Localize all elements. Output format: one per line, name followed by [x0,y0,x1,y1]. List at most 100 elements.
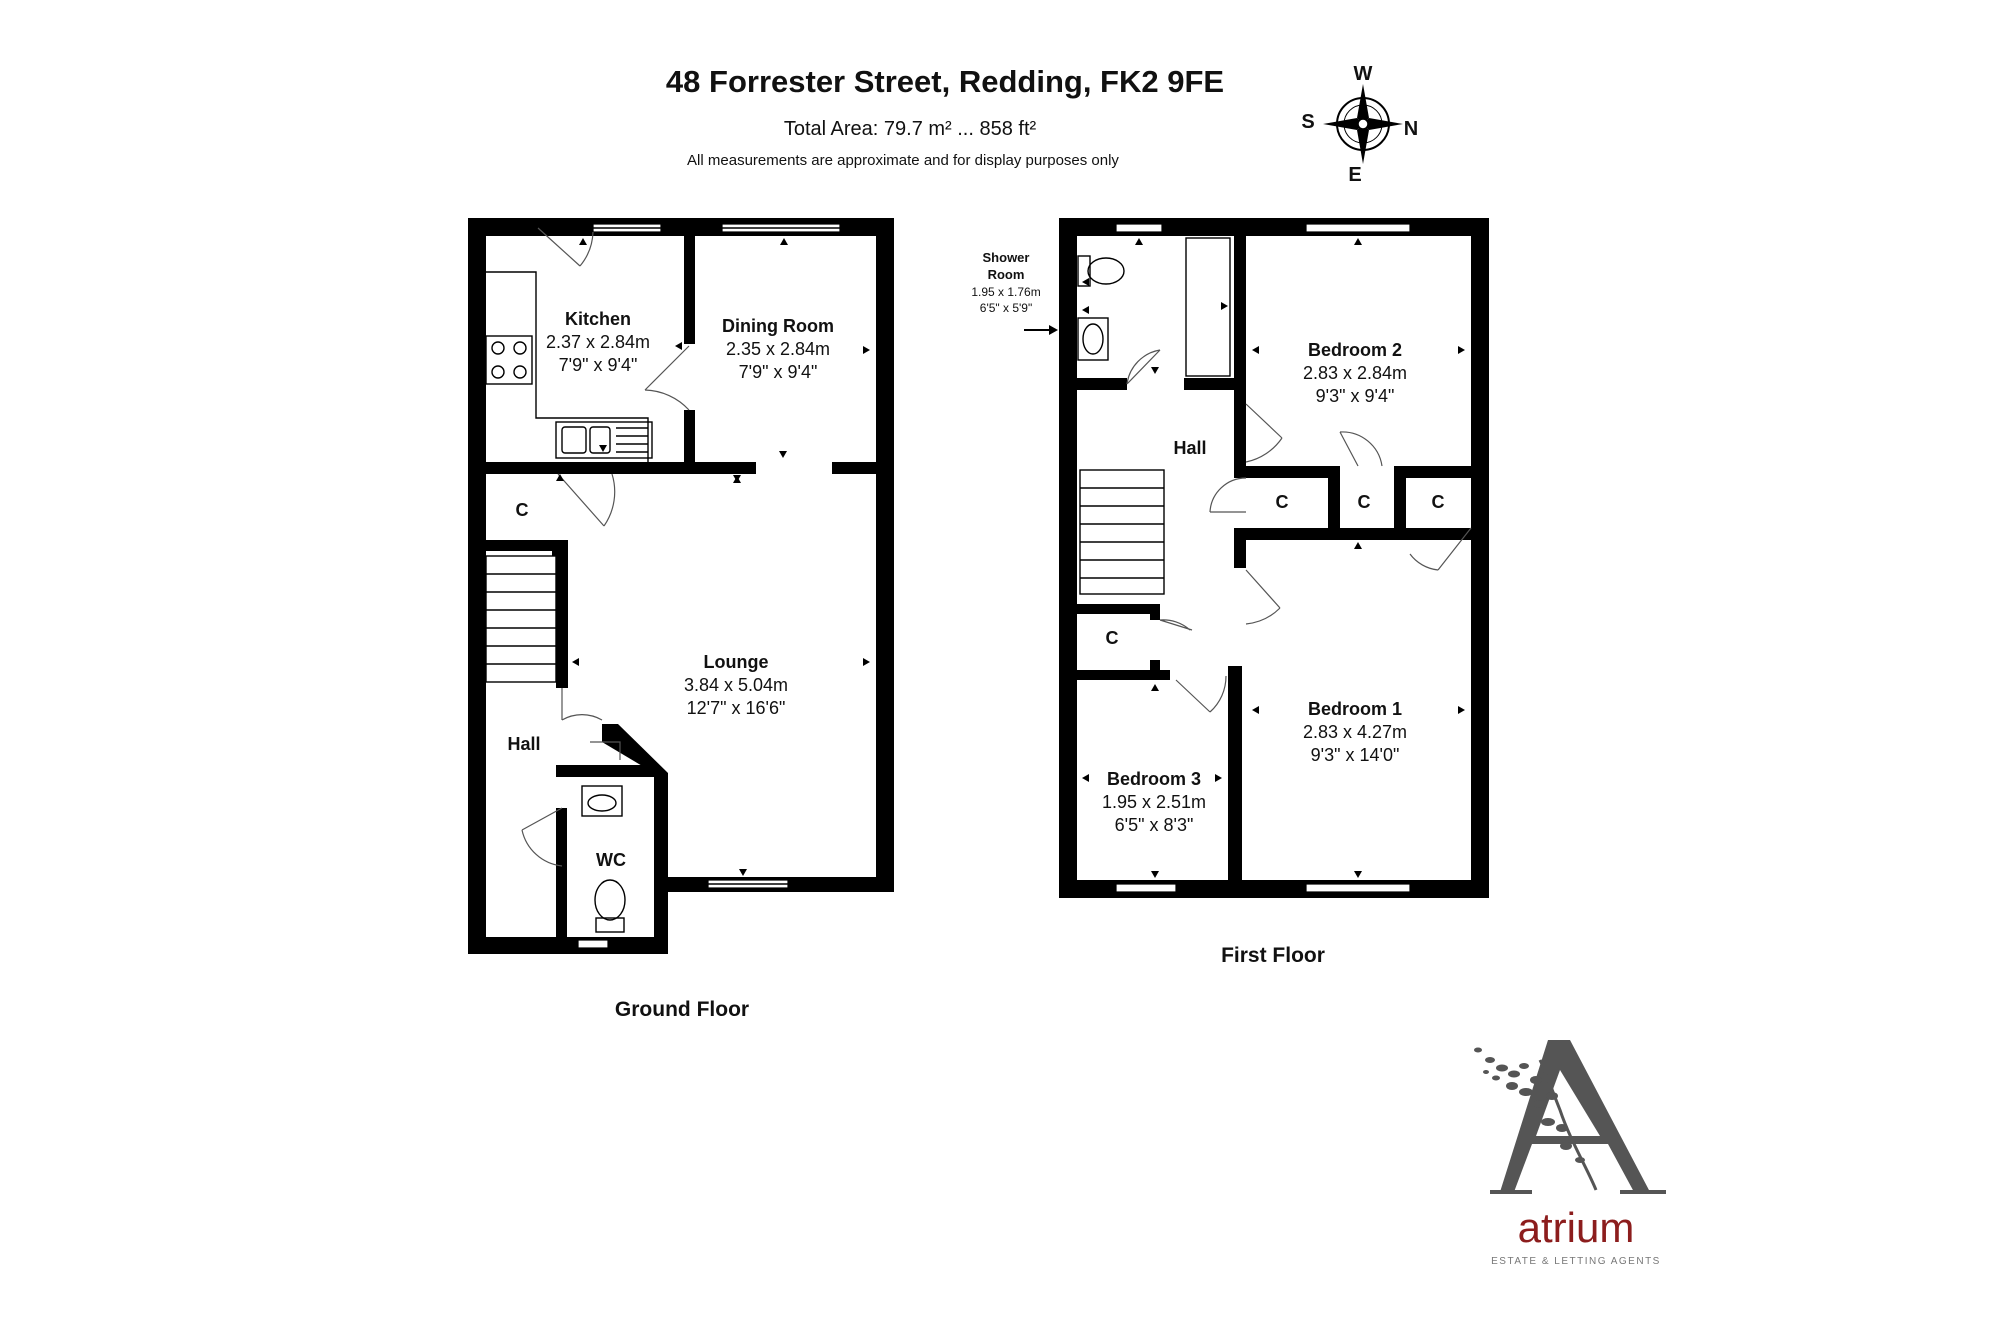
ff-basin [1077,317,1109,361]
gf-wc-left-wall [556,808,567,954]
ff-bedroom2-imperial: 9'3" x 9'4" [1316,386,1395,406]
ff-bedroom1-left-wall [1228,666,1242,888]
gf-kitchen-sink [555,421,653,459]
gf-dining-imperial: 7'9" x 9'4" [739,362,818,382]
total-area: Total Area: 79.7 m² ... 858 ft² [784,118,1037,140]
gf-wall-bottom-left [468,937,668,954]
gf-wall-wc-bump [654,877,674,892]
gf-kitchen-dining-wall [684,236,695,344]
ff-bedroom2-metric: 2.83 x 2.84m [1303,363,1407,383]
compass-east: E [1348,164,1361,186]
ff-bedroom3-door [1175,675,1227,713]
ff-hall-cupboard-right-b [1150,660,1160,680]
ff-stairs [1079,469,1165,595]
gf-lounge-metric: 3.84 x 5.04m [684,675,788,695]
ff-shower-metric: 1.95 x 1.76m [971,285,1040,299]
ff-bedroom2-left-wall [1234,384,1246,466]
ff-cupboard-b-door [1339,431,1383,467]
ff-bedroom1-imperial: 9'3" x 14'0" [1311,745,1400,765]
ff-bedroom3-window [1115,883,1177,893]
gf-wc-window [577,939,609,949]
ff-cupboard-bottom-wall [1234,528,1471,540]
ff-bedroom3-name: Bedroom 3 [1107,769,1201,789]
ff-wall-left [1059,218,1077,898]
ff-shower-name-2: Room [988,267,1025,282]
gf-wc-diagonal-wall [602,724,668,773]
logo-tree-branch [1538,1059,1598,1191]
ff-bedroom1-door [1245,569,1281,625]
ff-bedroom2-door [1245,403,1283,463]
ff-shower-imperial: 6'5" x 5'9" [980,301,1032,315]
ff-cupboard-a-door [1209,477,1247,513]
gf-dining-metric: 2.35 x 2.84m [726,339,830,359]
gf-back-door [537,227,594,267]
compass-rose: W E S N [1301,63,1418,186]
ff-cupboard-a: C [1276,492,1289,512]
gf-dining-name: Dining Room [722,316,834,336]
ff-cupboard-d: C [1106,628,1119,648]
logo-wordmark: atrium [1518,1204,1635,1251]
compass-north: N [1404,118,1418,140]
page-title: 48 Forrester Street, Redding, FK2 9FE [666,64,1224,99]
gf-hob [485,335,533,385]
gf-kitchen-dining-door [644,345,690,411]
gf-kitchen-name: Kitchen [565,309,631,329]
gf-wc-top-wall [556,765,654,777]
ff-bedroom2-name: Bedroom 2 [1308,340,1402,360]
gf-kitchen-dining-wall-lower [684,410,695,466]
ff-bedroom1-metric: 2.83 x 4.27m [1303,722,1407,742]
ff-toilet [1077,255,1091,287]
gf-wall-left [468,218,486,954]
gf-wall-right [876,218,894,892]
gf-wc-left-wall-top [556,765,567,777]
ff-hall-cupboard-door [1159,619,1193,631]
gf-hall-lounge-door [561,688,603,721]
ff-bedroom3-right-wall [1228,666,1242,688]
ff-cupboard-c-door [1409,527,1472,571]
gf-kitchen-imperial: 7'9" x 9'4" [559,355,638,375]
ff-bedroom3-metric: 1.95 x 2.51m [1102,792,1206,812]
ff-hall-cupboard-right [1150,604,1160,620]
gf-dining-lounge-wall [832,462,876,474]
first-floor-plan: Shower Room 1.95 x 1.76m 6'5" x 5'9" Bed… [971,218,1489,967]
compass-south: S [1301,111,1314,133]
ff-bedroom3-top-wall [1160,670,1170,680]
gf-cupboard-name: C [516,500,529,520]
gf-wall-wc-right [654,773,668,954]
gf-wc-door [521,807,563,867]
gf-floor-label: Ground Floor [615,998,749,1021]
gf-hall-name: Hall [507,734,540,754]
ff-bedroom1-name: Bedroom 1 [1308,699,1402,719]
gf-wc-name: WC [596,850,626,870]
ff-shower-door [1126,349,1161,385]
ff-bedroom3-imperial: 6'5" x 8'3" [1115,815,1194,835]
gf-wc-basin [581,785,623,817]
ff-cupboard-b: C [1358,492,1371,512]
ff-bedroom1-window [1305,883,1411,893]
ff-cupboard-div-a [1328,466,1340,528]
compass-west: W [1354,63,1373,85]
ff-hall-cupboard-bottom [1077,670,1169,680]
disclaimer: All measurements are approximate and for… [687,152,1119,169]
gf-stairs [485,555,557,683]
ff-cupboard-top-wall-b [1394,466,1471,478]
gf-lounge-name: Lounge [704,652,769,672]
ff-shower-name-1: Shower [983,250,1030,265]
ff-bedroom2-window [1305,223,1411,233]
ff-wall-right [1471,218,1489,898]
ff-cupboard-c: C [1432,492,1445,512]
gf-kitchen-metric: 2.37 x 2.84m [546,332,650,352]
gf-hall-wall [556,540,568,688]
gf-cupboard-wall [486,540,558,551]
ff-cupboard-top-wall [1234,466,1334,478]
ff-shower-bottom-wall-b [1184,378,1246,390]
ff-shower-right-wall [1234,236,1246,384]
ff-cupboard-div-b [1394,466,1406,528]
ff-hall-name: Hall [1173,438,1206,458]
gf-cupboard-door [557,473,616,527]
ff-shower-tray [1185,237,1231,377]
gf-lounge-imperial: 12'7" x 16'6" [687,698,786,718]
ground-floor-plan: Kitchen 2.37 x 2.84m 7'9" x 9'4" Dining … [468,218,894,1021]
gf-kitchen-counter [486,271,649,462]
